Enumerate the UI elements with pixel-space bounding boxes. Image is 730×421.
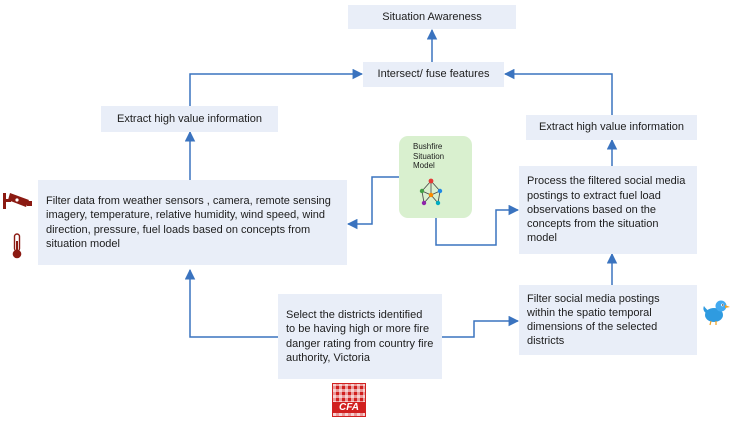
- arrow-model-to-filter-sensors: [346, 176, 399, 230]
- filter-social-box: Filter social media postings within the …: [519, 285, 697, 355]
- filter-sensors-label: Filter data from weather sensors , camer…: [46, 195, 331, 250]
- arrow-extract-left-to-intersect: [189, 68, 364, 106]
- process-social-box: Process the filtered social media postin…: [519, 166, 697, 254]
- arrow-model-to-process: [435, 204, 520, 246]
- process-social-label: Process the filtered social media postin…: [527, 175, 686, 245]
- filter-sensors-box: Filter data from weather sensors , camer…: [38, 180, 347, 265]
- select-districts-label: Select the districts identified to be ha…: [286, 309, 434, 364]
- situation-awareness-box: Situation Awareness: [348, 5, 516, 29]
- extract-left-box: Extract high value information: [101, 106, 278, 132]
- model-label-line3: Model: [413, 161, 435, 171]
- cfa-logo: CFA: [332, 383, 366, 417]
- intersect-fuse-label: Intersect/ fuse features: [377, 68, 490, 81]
- select-districts-box: Select the districts identified to be ha…: [278, 294, 442, 379]
- extract-right-box: Extract high value information: [526, 115, 697, 140]
- cfa-logo-text: CFA: [333, 402, 365, 413]
- extract-left-label: Extract high value information: [117, 112, 262, 125]
- thermometer-icon: [12, 233, 22, 259]
- arrow-select-to-filter-sensors: [184, 268, 278, 338]
- intersect-fuse-box: Intersect/ fuse features: [363, 62, 504, 87]
- filter-social-label: Filter social media postings within the …: [527, 292, 660, 348]
- extract-right-label: Extract high value information: [539, 121, 684, 134]
- arrow-select-to-filter-social: [442, 315, 520, 338]
- network-graph-icon: [419, 178, 443, 206]
- situation-awareness-label: Situation Awareness: [382, 10, 482, 23]
- twitter-bird-icon: [703, 300, 730, 326]
- cctv-camera-icon: [3, 193, 32, 209]
- bushfire-situation-model: Bushfire Situation Model: [399, 136, 472, 218]
- arrow-extract-right-to-intersect: [503, 68, 613, 115]
- model-label-line2: Situation: [413, 151, 445, 161]
- model-label-line1: Bushfire: [413, 142, 443, 151]
